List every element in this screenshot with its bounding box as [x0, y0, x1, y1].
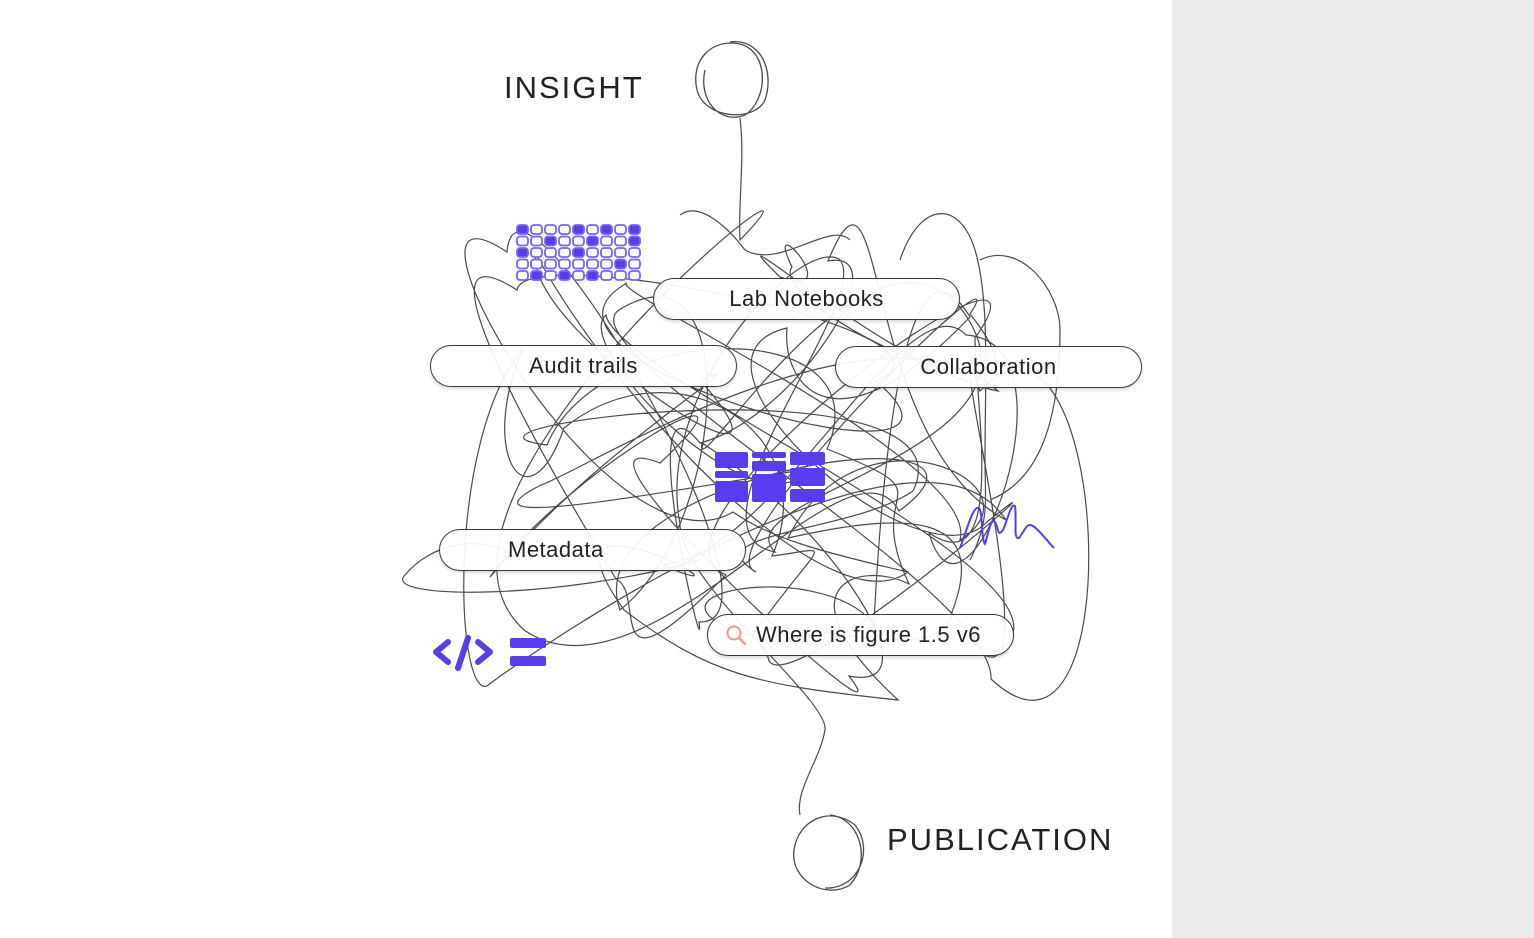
dot-grid-cell [614, 224, 627, 235]
dot-grid-cell [600, 258, 613, 270]
dot-grid-cell [516, 247, 529, 258]
dot-grid-cell [544, 247, 557, 258]
scribble-line [899, 213, 987, 561]
dot-grid-cell [530, 224, 543, 235]
table-grid-icon [715, 452, 825, 502]
dot-grid-cell [530, 235, 543, 247]
dot-grid-cell [530, 247, 543, 258]
dot-grid-cell [558, 247, 571, 258]
dot-grid-cell [516, 235, 529, 247]
dot-grid-cell [600, 270, 613, 281]
dot-grid-cell [572, 258, 585, 270]
search-text: Where is figure 1.5 v6 [756, 622, 981, 647]
dot-grid-cell [530, 258, 543, 270]
dot-grid-cell [544, 258, 557, 270]
dot-grid-cell [572, 270, 585, 281]
dot-grid-cell [530, 270, 543, 281]
dot-grid-cell [586, 235, 599, 247]
code-icon [433, 635, 546, 671]
dot-grid-icon [516, 224, 641, 281]
publication-label: PUBLICATION [887, 822, 1114, 857]
dot-grid-cell [544, 270, 557, 281]
scribble-line [695, 41, 769, 118]
dot-grid-cell [628, 258, 641, 270]
dot-grid-cell [628, 247, 641, 258]
scribble-line [793, 814, 865, 891]
pill-metadata: Metadata [439, 529, 746, 571]
side-panel [1172, 0, 1534, 938]
insight-label: INSIGHT [504, 70, 644, 105]
dot-grid-cell [516, 270, 529, 281]
dot-grid-cell [558, 270, 571, 281]
pill-audit-trails: Audit trails [430, 345, 737, 387]
search-icon [726, 625, 747, 646]
dot-grid-cell [614, 258, 627, 270]
dot-grid-cell [544, 235, 557, 247]
dot-grid-cell [572, 247, 585, 258]
dot-grid-cell [572, 235, 585, 247]
pill-collaboration: Collaboration [835, 346, 1142, 388]
dot-grid-cell [558, 224, 571, 235]
dot-grid-cell [614, 247, 627, 258]
dot-grid-cell [628, 224, 641, 235]
dot-grid-cell [544, 224, 557, 235]
dot-grid-cell [628, 235, 641, 247]
dot-grid-cell [516, 258, 529, 270]
dot-grid-cell [600, 247, 613, 258]
scribble-line [979, 254, 1061, 501]
dot-grid-cell [586, 247, 599, 258]
pill-lab-notebooks: Lab Notebooks [653, 278, 960, 320]
pill-search: Where is figure 1.5 v6 [707, 614, 1014, 656]
tangled-line-illustration [402, 41, 1090, 891]
dot-grid-cell [600, 235, 613, 247]
dot-grid-cell [614, 270, 627, 281]
dot-grid-cell [516, 224, 529, 235]
dot-grid-cell [586, 258, 599, 270]
dot-grid-cell [558, 235, 571, 247]
dot-grid-cell [586, 224, 599, 235]
scribble-line [679, 210, 851, 256]
dot-grid-cell [600, 224, 613, 235]
dot-grid-cell [614, 235, 627, 247]
dot-grid-cell [558, 258, 571, 270]
dot-grid-cell [628, 270, 641, 281]
dot-grid-cell [572, 224, 585, 235]
dot-grid-cell [586, 270, 599, 281]
signature-icon [959, 504, 1055, 549]
